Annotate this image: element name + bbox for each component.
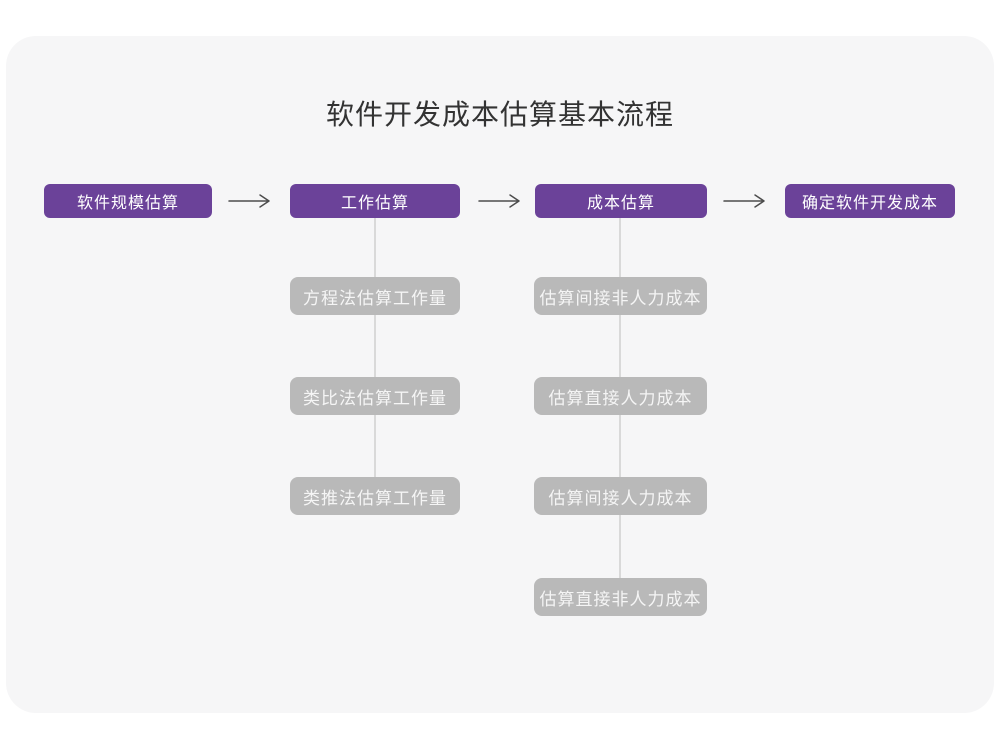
diagram-card xyxy=(6,36,994,713)
flow-node-label: 软件规模估算 xyxy=(76,195,179,212)
sub-node-direct-labor-cost: 估算直接人力成本 xyxy=(534,377,707,415)
flow-node-cost-estimation: 成本估算 xyxy=(535,184,707,218)
sub-node-label: 估算间接非人力成本 xyxy=(539,288,702,308)
sub-node-label: 估算直接人力成本 xyxy=(548,388,693,408)
sub-node-label: 方程法估算工作量 xyxy=(303,288,447,308)
flow-node-work-estimation: 工作估算 xyxy=(290,184,460,218)
flow-node-software-scale-estimation: 软件规模估算 xyxy=(44,184,212,218)
flow-node-label: 成本估算 xyxy=(586,195,655,212)
flow-node-label: 工作估算 xyxy=(340,195,409,212)
sub-node-label: 类比法估算工作量 xyxy=(303,388,447,408)
sub-node-analogy-method: 类比法估算工作量 xyxy=(290,377,460,415)
diagram-title: 软件开发成本估算基本流程 xyxy=(325,99,674,130)
sub-node-indirect-labor-cost: 估算间接人力成本 xyxy=(534,477,707,515)
arrow-right-icon xyxy=(228,193,272,209)
flow-node-label: 确定软件开发成本 xyxy=(801,195,938,212)
sub-node-label: 估算间接人力成本 xyxy=(548,488,693,508)
sub-node-direct-nonlabor-cost: 估算直接非人力成本 xyxy=(534,578,707,616)
connector-line-work xyxy=(374,218,376,478)
sub-node-equation-method: 方程法估算工作量 xyxy=(290,277,460,315)
sub-node-extrapolation-method: 类推法估算工作量 xyxy=(290,477,460,515)
sub-node-label: 类推法估算工作量 xyxy=(303,488,447,508)
arrow-right-icon xyxy=(723,193,767,209)
flow-node-determine-cost: 确定软件开发成本 xyxy=(785,184,955,218)
arrow-right-icon xyxy=(478,193,522,209)
sub-node-indirect-nonlabor-cost: 估算间接非人力成本 xyxy=(534,277,707,315)
sub-node-label: 估算直接非人力成本 xyxy=(539,589,702,609)
